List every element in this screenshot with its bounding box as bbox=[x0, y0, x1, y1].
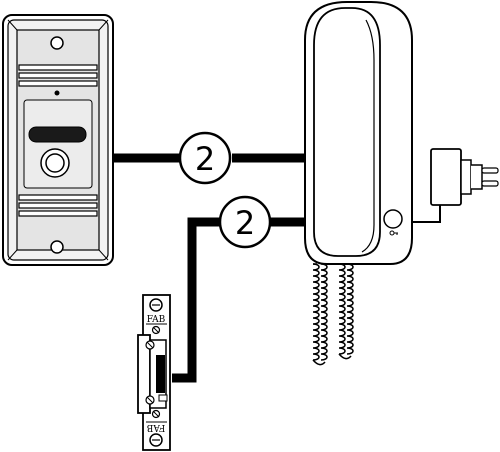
screw-icon bbox=[151, 325, 161, 335]
screw-icon bbox=[151, 409, 161, 419]
screw-icon bbox=[50, 240, 64, 254]
wire-count-badge: 2 bbox=[218, 195, 272, 249]
plug-pin-icon bbox=[481, 167, 499, 187]
outdoor-panel-icon bbox=[2, 14, 114, 266]
screw-icon bbox=[145, 340, 155, 350]
wire-count-label: 2 bbox=[195, 140, 215, 178]
indoor-handset-icon bbox=[304, 1, 413, 265]
speaker-grille bbox=[18, 64, 98, 87]
electric-strike-icon: FAB FAB bbox=[137, 294, 171, 451]
camera-lens-icon bbox=[40, 148, 70, 178]
screw-icon bbox=[145, 395, 155, 405]
infrared-led-strip bbox=[28, 126, 87, 143]
unlock-button bbox=[383, 209, 403, 229]
wire-adapter-to-handset bbox=[407, 205, 441, 223]
wire-count-badge: 2 bbox=[178, 131, 232, 185]
screw-icon bbox=[50, 36, 64, 50]
key-icon bbox=[389, 230, 398, 236]
strike-mark-bottom: FAB bbox=[146, 422, 165, 432]
speaker-grille bbox=[18, 194, 98, 217]
power-adapter-icon bbox=[430, 148, 499, 206]
screw-icon bbox=[149, 298, 163, 312]
wire-lock-to-handset bbox=[172, 217, 310, 383]
coiled-cord bbox=[312, 263, 328, 366]
screw-icon bbox=[149, 433, 163, 447]
wire-count-label: 2 bbox=[235, 204, 255, 242]
coiled-cord bbox=[338, 263, 354, 360]
strike-mark-top: FAB bbox=[147, 315, 166, 325]
microphone-icon bbox=[54, 90, 60, 96]
